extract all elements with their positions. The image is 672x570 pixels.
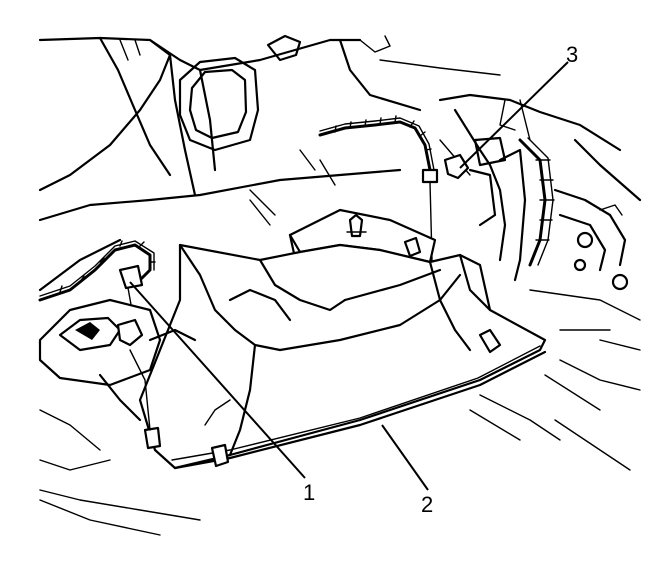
callout-3: 3 (566, 42, 578, 67)
wiring-harness-upper (318, 115, 439, 261)
callout-leaders (129, 61, 569, 491)
glove-box (138, 243, 547, 470)
glovebox-lamp-harness (38, 240, 197, 431)
leader-2 (381, 424, 429, 491)
center-bracket (288, 208, 437, 264)
right-side-structure (438, 93, 642, 291)
leader-1 (129, 281, 306, 479)
callout-1: 1 (303, 480, 315, 505)
leader-3 (459, 61, 569, 169)
instrument-panel-upper (38, 34, 501, 292)
lower-structure (39, 149, 641, 536)
callout-2: 2 (421, 492, 433, 517)
